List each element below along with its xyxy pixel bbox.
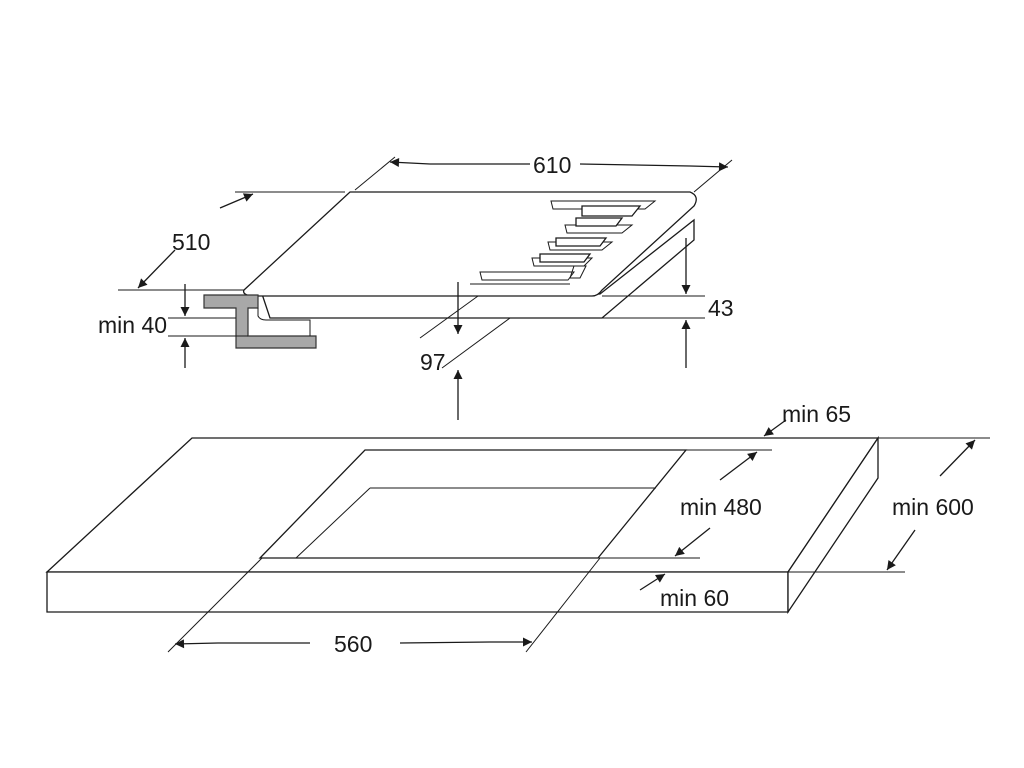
- hob: [203, 191, 697, 349]
- label-min-480: min 480: [680, 494, 762, 520]
- dimension-labels: 610 510 43 97 min 40 min 65 min 480 min …: [98, 152, 974, 657]
- label-min-65: min 65: [782, 401, 851, 427]
- label-min-600: min 600: [892, 494, 974, 520]
- hob-dimensions: [118, 156, 733, 420]
- label-min-40: min 40: [98, 312, 167, 338]
- hob-body: [261, 218, 695, 319]
- worktop-dimensions: [167, 419, 990, 653]
- label-min-60: min 60: [660, 585, 729, 611]
- label-610: 610: [533, 152, 571, 178]
- label-510: 510: [172, 229, 210, 255]
- worktop: [45, 435, 880, 615]
- mounting-bracket: [203, 294, 317, 349]
- label-97: 97: [420, 349, 446, 375]
- label-560: 560: [334, 631, 372, 657]
- cutout-inner-edge: [295, 487, 656, 559]
- control-knobs: [470, 200, 657, 285]
- worktop-side: [787, 435, 879, 615]
- label-43: 43: [708, 295, 734, 321]
